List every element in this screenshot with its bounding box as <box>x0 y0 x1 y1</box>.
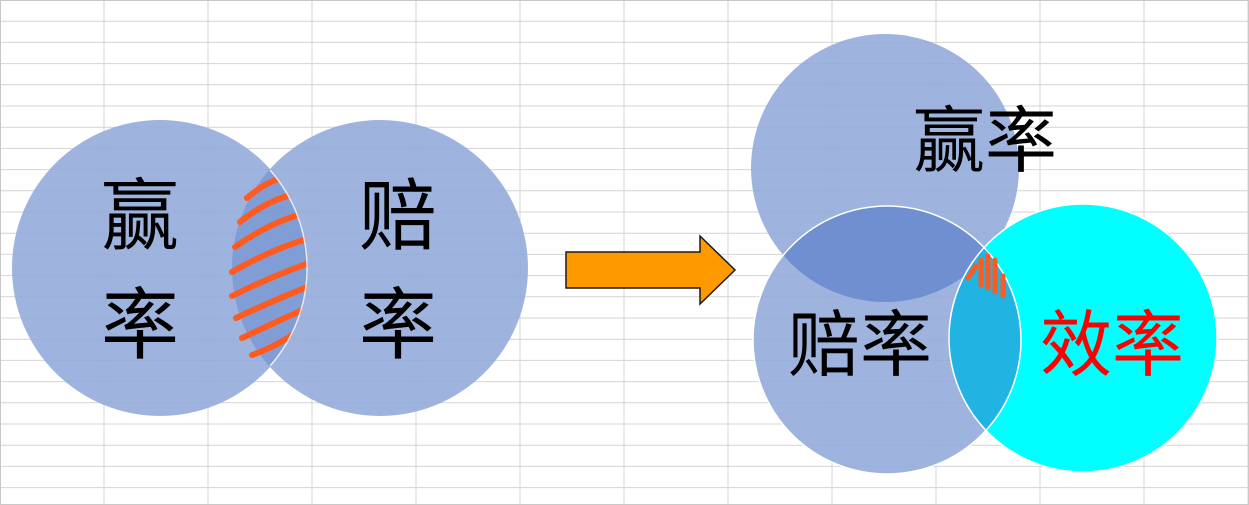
win-rate-label-bottom: 率 <box>101 281 179 371</box>
win-rate-circle <box>12 120 308 416</box>
overlap-win-odds <box>753 206 1019 302</box>
efficiency-label: 效率 <box>1040 303 1184 387</box>
left-venn: 赢 率 赔 率 <box>12 120 528 416</box>
top-win-rate-label: 赢率 <box>913 99 1057 183</box>
odds-label-bottom: 率 <box>359 281 437 371</box>
left-odds-label: 赔率 <box>788 303 932 387</box>
right-venn: 赢率 赔率 效率 <box>751 34 1218 475</box>
center-hatch <box>965 253 1006 299</box>
win-rate-label-top: 赢 <box>101 172 179 262</box>
right-arrow-icon <box>565 234 737 306</box>
odds-circle <box>232 120 528 416</box>
efficiency-circle <box>949 204 1217 472</box>
odds-label-top: 赔 <box>359 172 437 262</box>
